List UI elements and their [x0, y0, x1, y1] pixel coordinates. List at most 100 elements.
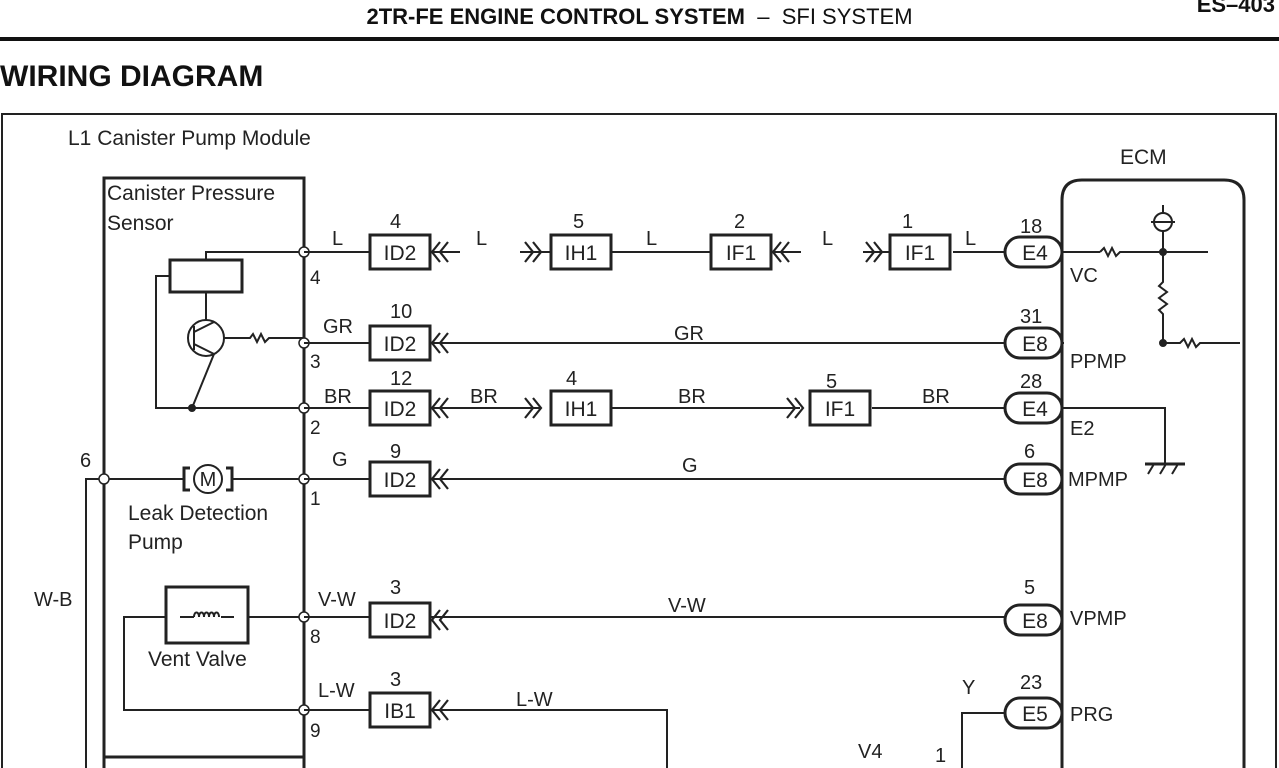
page-number: ES–403 — [1196, 0, 1275, 17]
connector-id2-row3-label: ID2 — [384, 398, 417, 421]
ecm-signal-e2: E2 — [1070, 418, 1094, 440]
module-pin-8: 8 — [310, 627, 321, 648]
chevron-row3-c — [786, 397, 805, 419]
row1-wire-5: L — [965, 228, 976, 250]
connector-id2-row5: ID2 — [368, 601, 432, 639]
row6-ib1-pin: 3 — [390, 669, 401, 691]
left-pin: 6 — [80, 450, 91, 472]
motor-symbol-label: M — [200, 469, 217, 491]
connector-id2-row3: ID2 — [368, 389, 432, 427]
ecm-connector-e8-row5: E8 — [1003, 603, 1064, 637]
chevron-row3-a — [430, 397, 449, 419]
row1-if1-pin-a: 2 — [734, 211, 745, 233]
ecm-connector-e4-row1: E4 — [1003, 235, 1064, 269]
pump-label-1: Leak Detection — [128, 502, 268, 525]
connector-ih1-row1: IH1 — [549, 233, 613, 271]
row6-wire-color: L-W — [318, 680, 355, 702]
module-pin-4: 4 — [310, 268, 321, 289]
pump-module-box — [102, 176, 306, 768]
connector-id2-row1-label: ID2 — [384, 242, 417, 265]
row1-if1-pin-b: 1 — [902, 211, 913, 233]
connector-if1-row3-label: IF1 — [825, 398, 855, 421]
row2-mid-wire: GR — [674, 323, 704, 345]
connector-id2-row2: ID2 — [368, 324, 432, 362]
ecm-connector-e8-row4: E8 — [1003, 462, 1064, 496]
row5-mid-wire: V-W — [668, 595, 706, 617]
ecm-pin-28: 28 — [1020, 371, 1042, 393]
ecm-label: ECM — [1120, 146, 1167, 169]
chevron-row1-d — [865, 241, 884, 263]
ecm-connector-e5-prg-label: E5 — [1022, 703, 1048, 726]
row1-ih1-pin: 5 — [573, 211, 584, 233]
header-title-dash: – — [757, 4, 770, 29]
connector-id2-row4: ID2 — [368, 460, 432, 498]
section-title: WIRING DIAGRAM — [0, 60, 264, 93]
row1-wire-2: L — [476, 228, 487, 250]
row3-ih1-pin: 4 — [566, 368, 577, 390]
connector-id2-row2-label: ID2 — [384, 333, 417, 356]
connector-if1-row1-b-label: IF1 — [905, 242, 935, 265]
row2-wire-color: GR — [323, 316, 353, 338]
ecm-pin-31: 31 — [1020, 306, 1042, 328]
pump-label-2: Pump — [128, 531, 183, 554]
connector-if1-row1-a: IF1 — [709, 233, 773, 271]
ecm-signal-ppmp: PPMP — [1070, 351, 1127, 373]
ecm-signal-vpmp: VPMP — [1070, 608, 1127, 630]
chevron-row2 — [430, 332, 449, 354]
row1-wire-4: L — [822, 228, 833, 250]
ecm-signal-prg: PRG — [1070, 704, 1113, 726]
ecm-signal-mpmp: MPMP — [1068, 469, 1128, 491]
row4-id2-pin: 9 — [390, 441, 401, 463]
row6-mid-wire: L-W — [516, 689, 553, 711]
ecm-connector-e8-row2: E8 — [1003, 326, 1064, 360]
ecm-connector-e8-row5-label: E8 — [1022, 610, 1048, 633]
header-title-rest: SFI SYSTEM — [781, 4, 913, 29]
chevron-row1-b — [524, 241, 543, 263]
ecm-pin-18: 18 — [1020, 216, 1042, 238]
row3-if1-pin: 5 — [826, 371, 837, 393]
connector-ih1-row3: IH1 — [549, 389, 613, 427]
ecm-box — [1060, 178, 1246, 768]
diagram-frame — [1, 113, 1277, 768]
ecm-pin-23: 23 — [1020, 672, 1042, 694]
row1-id2-pin: 4 — [390, 211, 401, 233]
connector-if1-row1-a-label: IF1 — [726, 242, 756, 265]
row3-wire-4: BR — [922, 386, 950, 408]
motor-symbol — [193, 464, 223, 494]
header-rule — [0, 37, 1279, 41]
connector-if1-row3: IF1 — [808, 389, 872, 427]
row3-id2-pin: 12 — [390, 368, 412, 390]
ecm-connector-e4-row3: E4 — [1003, 391, 1064, 425]
row2-id2-pin: 10 — [390, 301, 412, 323]
chevron-row4 — [430, 468, 449, 490]
ecm-connector-e8-row4-label: E8 — [1022, 469, 1048, 492]
left-wire-color: W-B — [34, 589, 73, 611]
connector-ib1-row6-label: IB1 — [384, 700, 416, 723]
ecm-connector-e8-row2-label: E8 — [1022, 333, 1048, 356]
row5-id2-pin: 3 — [390, 577, 401, 599]
ecm-connector-e5-prg: E5 — [1003, 696, 1064, 730]
row4-mid-wire: G — [682, 455, 698, 477]
connector-id2-row1: ID2 — [368, 233, 432, 271]
sensor-label-2: Sensor — [107, 212, 174, 235]
prg-wire-color: Y — [962, 677, 975, 699]
ecm-signal-vc: VC — [1070, 265, 1098, 287]
v4-connector-pin: 1 — [935, 745, 946, 767]
v4-connector-name: V4 — [858, 741, 882, 763]
connector-if1-row1-b: IF1 — [888, 233, 952, 271]
connector-ib1-row6: IB1 — [368, 691, 432, 729]
header-title-bold: 2TR-FE ENGINE CONTROL SYSTEM — [366, 4, 745, 29]
row3-wire-color: BR — [324, 386, 352, 408]
sensor-label-1: Canister Pressure — [107, 182, 275, 205]
module-title: L1 Canister Pump Module — [68, 127, 311, 150]
document-header-title: 2TR-FE ENGINE CONTROL SYSTEM – SFI SYSTE… — [0, 4, 1279, 30]
row1-wire-3: L — [646, 228, 657, 250]
module-pin-2: 2 — [310, 418, 321, 439]
chevron-row1-c — [771, 241, 790, 263]
vent-valve-label: Vent Valve — [148, 648, 247, 671]
row3-wire-2: BR — [470, 386, 498, 408]
chevron-row1-a — [430, 241, 449, 263]
connector-ih1-row3-label: IH1 — [565, 398, 598, 421]
ecm-pin-5: 5 — [1024, 577, 1035, 599]
